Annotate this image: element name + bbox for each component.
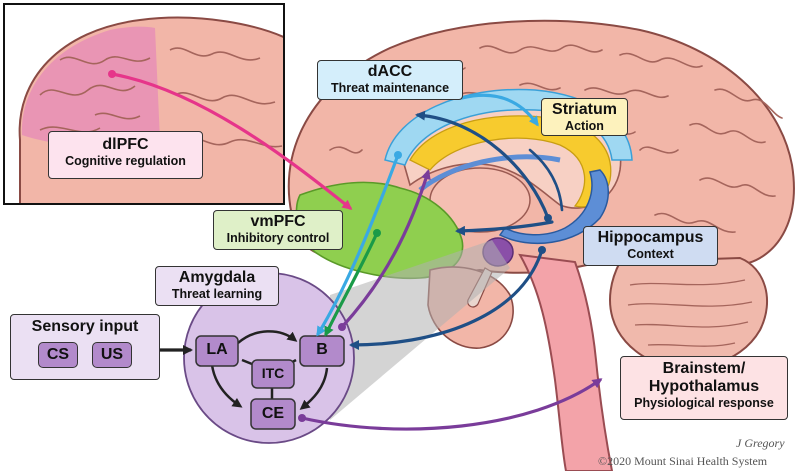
label-striatum-name: Striatum bbox=[552, 101, 617, 118]
label-dacc-name: dACC bbox=[367, 63, 413, 80]
label-sensory-input: Sensory input CS US bbox=[10, 314, 160, 380]
arrow-dacc-striatum bbox=[460, 93, 539, 127]
nucleus-la-label: LA bbox=[206, 341, 228, 358]
label-brainstem-line2: Hypothalamus bbox=[648, 377, 760, 395]
brainstem-shape bbox=[518, 253, 614, 471]
label-amygdala-name: Amygdala bbox=[178, 269, 256, 286]
us-box: US bbox=[92, 341, 132, 368]
arrow-dacc-b bbox=[316, 153, 400, 337]
arrow-ce-brainstem bbox=[300, 378, 603, 431]
cortex-gyri bbox=[314, 44, 783, 233]
label-dacc: dACC Threat maintenance bbox=[317, 60, 463, 100]
label-dlpfc-role: Cognitive regulation bbox=[65, 153, 186, 168]
dlpfc-inset bbox=[3, 3, 285, 205]
nucleus-la-box bbox=[195, 335, 239, 367]
label-dlpfc-name: dlPFC bbox=[102, 136, 149, 153]
copyright-notice: ©2020 Mount Sinai Health System bbox=[598, 454, 768, 468]
label-brainstem-role: Physiological response bbox=[634, 395, 774, 410]
nucleus-itc-label: ITC bbox=[261, 365, 285, 381]
label-dacc-role: Threat maintenance bbox=[330, 80, 450, 95]
nucleus-ce-box bbox=[250, 398, 296, 430]
label-hippocampus-name: Hippocampus bbox=[597, 229, 704, 246]
arrow-vmpfc-b bbox=[324, 231, 379, 337]
nucleus-b-label: B bbox=[316, 341, 328, 358]
cerebellum-folia bbox=[627, 279, 753, 347]
label-amygdala-role: Threat learning bbox=[171, 286, 263, 301]
label-sensory-name: Sensory input bbox=[31, 318, 139, 335]
amygdala-internal-arrows bbox=[210, 330, 329, 410]
cs-box: CS bbox=[38, 341, 78, 368]
nucleus-itc-box bbox=[251, 359, 295, 389]
arrow-b-upward bbox=[340, 169, 431, 329]
connection-arrows bbox=[108, 70, 603, 431]
artist-credit: J Gregory bbox=[736, 436, 785, 450]
label-hippocampus-role: Context bbox=[627, 246, 674, 261]
label-striatum: Striatum Action bbox=[541, 98, 628, 136]
arrow-hippocampus-b bbox=[349, 248, 544, 350]
label-vmpfc-role: Inhibitory control bbox=[226, 230, 330, 245]
label-striatum-role: Action bbox=[565, 118, 604, 133]
label-brainstem: Brainstem/ Hypothalamus Physiological re… bbox=[620, 356, 788, 420]
label-amygdala: Amygdala Threat learning bbox=[155, 266, 279, 306]
label-vmpfc: vmPFC Inhibitory control bbox=[213, 210, 343, 250]
label-hippocampus: Hippocampus Context bbox=[583, 226, 718, 266]
dlpfc-highlight bbox=[21, 26, 160, 147]
arrow-hippocampus-dacc bbox=[415, 110, 550, 220]
fornix bbox=[418, 154, 561, 192]
label-brainstem-line1: Brainstem/ bbox=[662, 360, 746, 377]
arrow-hippocampus-vmpfc bbox=[455, 220, 554, 236]
arrow-hippocampus-striatum bbox=[528, 148, 564, 212]
nucleus-ce-label: CE bbox=[261, 405, 285, 422]
label-vmpfc-name: vmPFC bbox=[250, 213, 306, 230]
hippocampus-region bbox=[498, 169, 609, 245]
label-dlpfc: dlPFC Cognitive regulation bbox=[48, 131, 203, 179]
cerebellum bbox=[609, 256, 769, 369]
arrow-dlpfc-vmpfc bbox=[110, 72, 353, 210]
